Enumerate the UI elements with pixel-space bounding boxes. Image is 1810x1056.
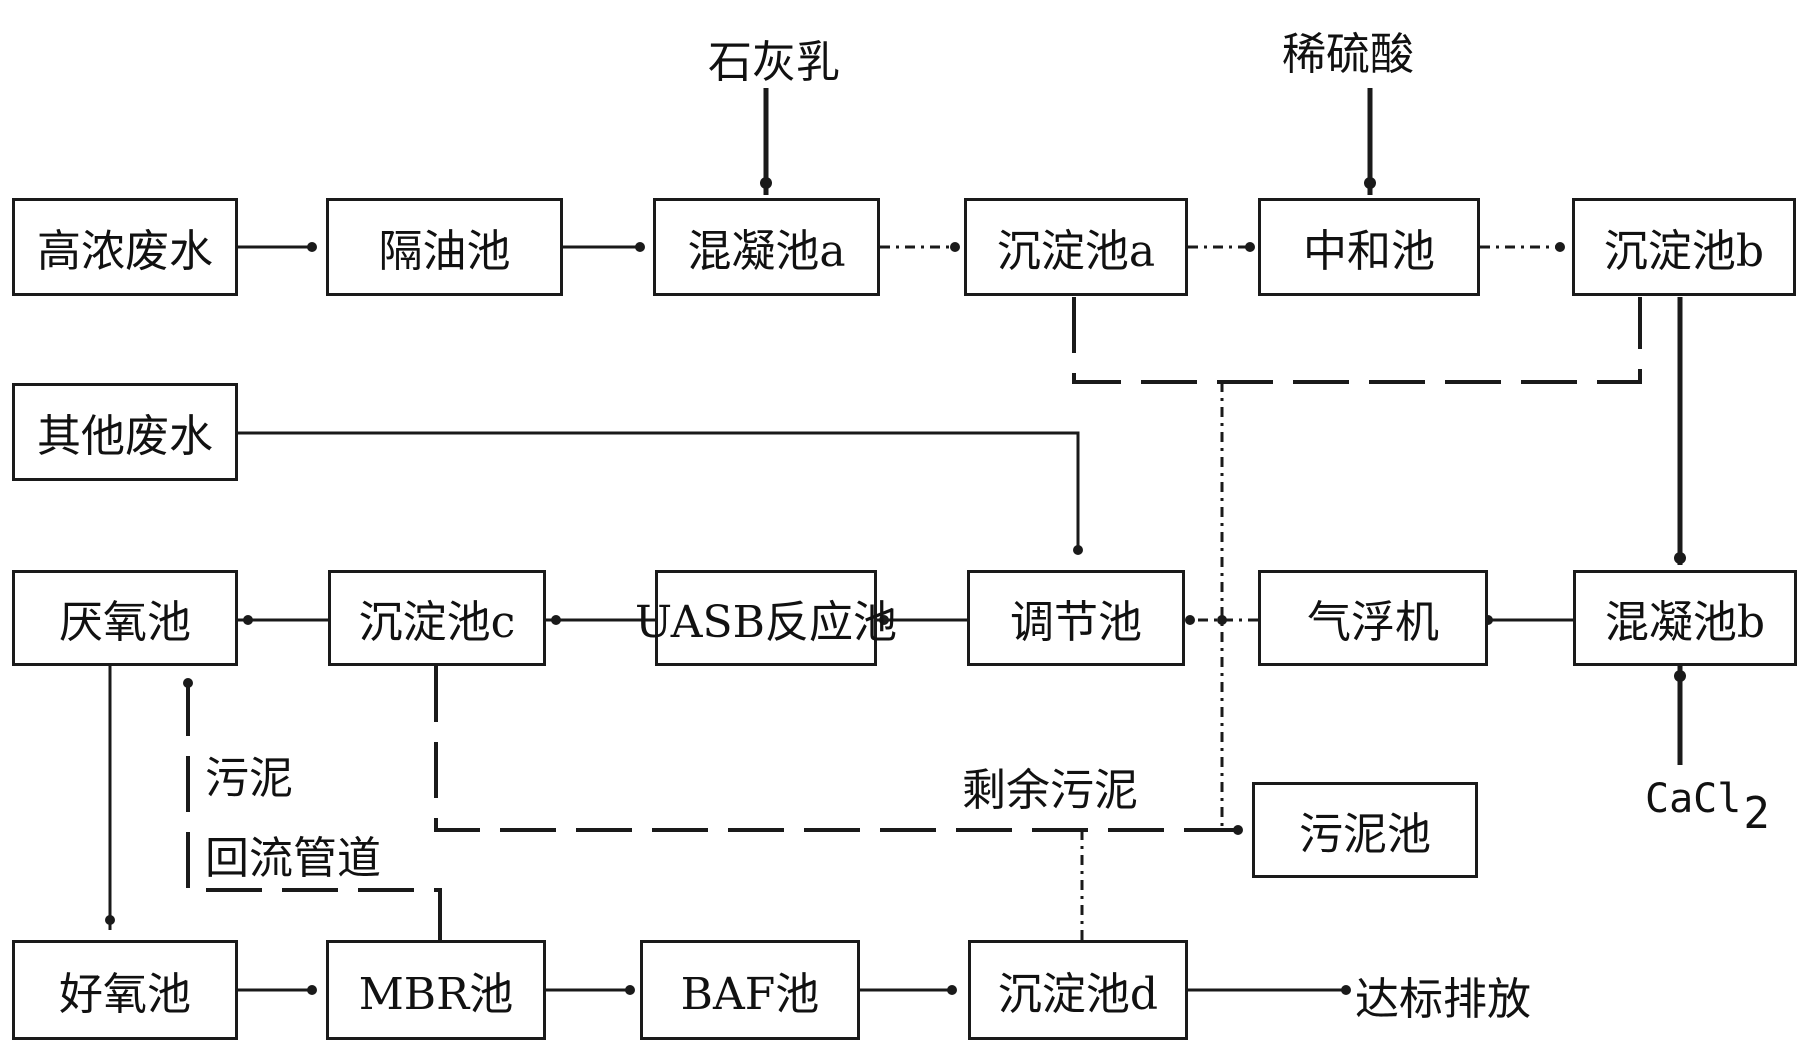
other-wastewater-box: 其他废水 xyxy=(12,383,238,481)
aerobic-tank-box: 好氧池 xyxy=(12,940,238,1040)
cacl2-formula: CaCl xyxy=(1645,776,1742,822)
mbr-tank-box: MBR池 xyxy=(326,940,546,1040)
excess-sludge-label: 剩余污泥 xyxy=(962,765,1138,816)
dilute-sulfuric-acid-label: 稀硫酸 xyxy=(1282,29,1414,80)
cacl2-label: CaCl2 xyxy=(1645,772,1770,839)
sedimentation-tank-a-box: 沉淀池a xyxy=(964,198,1188,296)
anaerobic-tank-box: 厌氧池 xyxy=(12,570,238,666)
high-concentration-wastewater-box: 高浓废水 xyxy=(12,198,238,296)
neutralization-tank-box: 中和池 xyxy=(1258,198,1480,296)
coagulation-tank-b-box: 混凝池b xyxy=(1573,570,1797,666)
sludge-return-label-line2: 回流管道 xyxy=(205,833,381,884)
uasb-reactor-box: UASB反应池 xyxy=(635,570,897,666)
baf-tank-box: BAF池 xyxy=(640,940,860,1040)
coagulation-tank-a-box: 混凝池a xyxy=(653,198,880,296)
sludge-return-label-line1: 污泥 xyxy=(205,753,293,804)
lime-milk-label: 石灰乳 xyxy=(708,37,840,88)
oil-separation-tank-box: 隔油池 xyxy=(326,198,563,296)
regulating-tank-box: 调节池 xyxy=(967,570,1185,666)
discharge-label: 达标排放 xyxy=(1355,974,1531,1025)
sedimentation-tank-c-box: 沉淀池c xyxy=(328,570,546,666)
sedimentation-tank-d-box: 沉淀池d xyxy=(968,940,1188,1040)
sedimentation-tank-b-box: 沉淀池b xyxy=(1572,198,1796,296)
air-flotation-machine-box: 气浮机 xyxy=(1258,570,1488,666)
sludge-tank-box: 污泥池 xyxy=(1252,782,1478,878)
cacl2-subscript: 2 xyxy=(1743,788,1770,839)
